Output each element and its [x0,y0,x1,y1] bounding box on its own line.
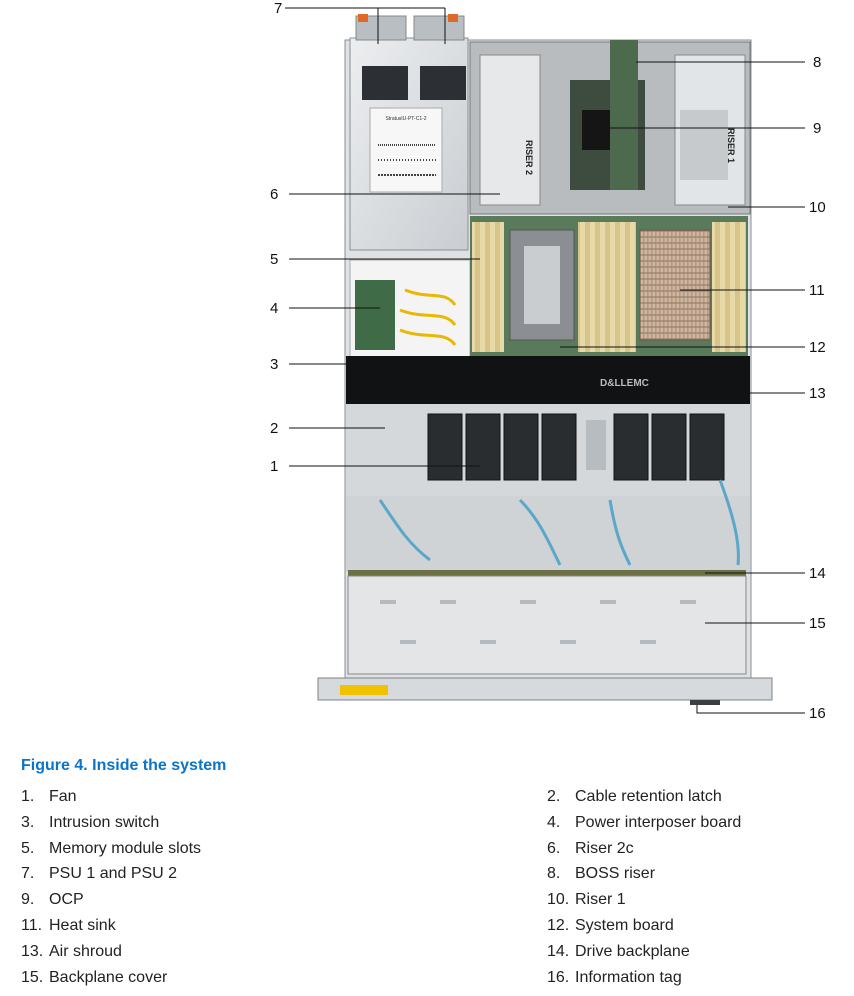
callout-13: 13 [809,385,826,402]
callout-6: 6 [270,186,278,203]
legend-item: 7.PSU 1 and PSU 2 [21,865,178,882]
warning-label [340,685,388,695]
air-shroud: D&LLEMC [346,356,750,404]
memory-and-cpu-area [470,216,748,356]
figure-caption: Figure 4. Inside the system [21,757,227,774]
memory-slots-middle [578,222,636,352]
svg-text:RISER 2: RISER 2 [524,140,534,175]
legend-item: 12.System board [547,917,674,934]
legend-item: 2.Cable retention latch [547,788,722,805]
power-interposer-board [349,259,471,361]
boss-riser [610,40,638,190]
legend-item: 15.Backplane cover [21,969,168,986]
callout-9: 9 [813,120,821,137]
callout-7: 7 [274,0,282,17]
fan-bay [346,404,750,496]
legend-item: 16.Information tag [547,969,682,986]
drive-backplane [348,570,746,576]
svg-text:StratusIU-PT-C1-2: StratusIU-PT-C1-2 [385,116,426,122]
legend-item: 6.Riser 2c [547,840,634,857]
callout-3: 3 [270,356,278,373]
legend-item: 3.Intrusion switch [21,814,160,831]
riser-2c-cage [479,54,541,206]
legend-item: 11.Heat sink [21,917,116,934]
psu-info-label [369,107,443,193]
legend-item: 4.Power interposer board [547,814,742,831]
backplane-cover [347,575,747,675]
legend-item: 13.Air shroud [21,943,122,960]
callout-11: 11 [809,282,825,299]
legend-item: 1.Fan [21,788,77,805]
legend-item: 9.OCP [21,891,84,908]
callout-8: 8 [813,54,821,71]
callout-15: 15 [809,615,826,632]
svg-text:D&LLEMC: D&LLEMC [600,378,649,389]
legend-item: 5.Memory module slots [21,840,202,857]
server-interior-diagram: StratusIU-PT-C1-2 RISER 2 RISER 1 [270,0,826,722]
callout-lines [285,7,805,714]
memory-slots-left [472,222,504,352]
callout-14: 14 [809,565,826,582]
callout-1: 1 [270,458,278,475]
callout-5: 5 [270,251,278,268]
callout-4: 4 [270,300,278,317]
legend-item: 14.Drive backplane [547,943,690,960]
cable-routing-area [346,479,750,572]
memory-slots-right [712,222,746,352]
svg-text:RISER 1: RISER 1 [726,128,736,163]
heat-sink [639,229,711,341]
callout-2: 2 [270,420,278,437]
information-tag [690,700,720,705]
callout-16: 16 [809,705,826,722]
riser-area: RISER 2 RISER 1 [469,40,751,215]
legend-item: 10.Riser 1 [547,891,626,908]
psu-bay: StratusIU-PT-C1-2 [349,14,469,251]
callout-12: 12 [809,339,826,356]
legend-item: 8.BOSS riser [547,865,656,882]
callout-10: 10 [809,199,826,216]
